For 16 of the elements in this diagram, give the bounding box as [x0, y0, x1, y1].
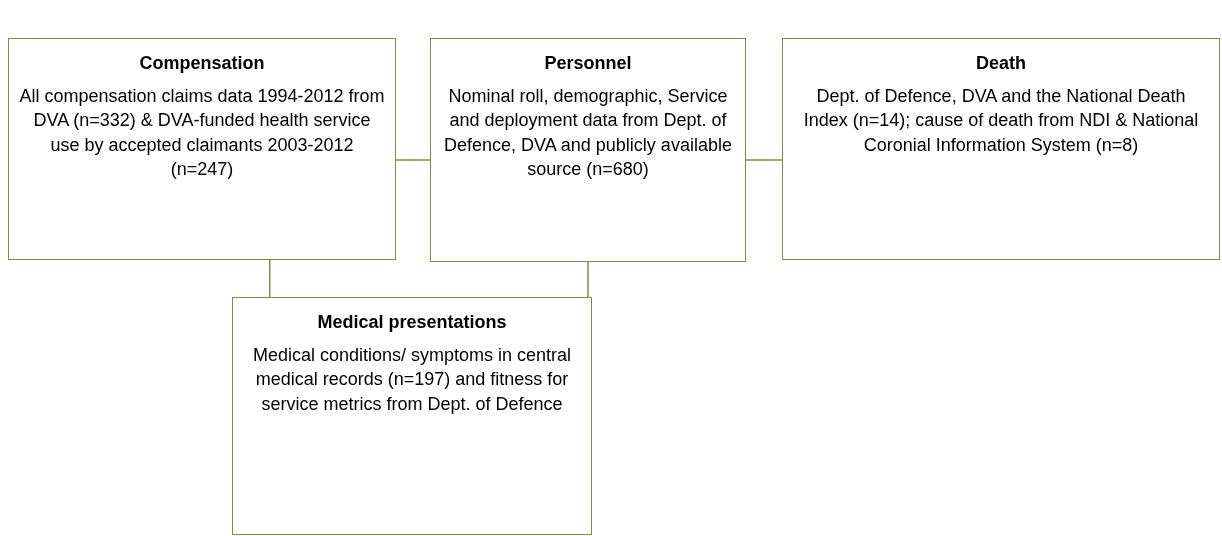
box-heading: Compensation [138, 53, 266, 74]
connector-line [395, 159, 431, 161]
box-description: All compensation claims data 1994-2012 from DVA (n=332) & DVA-funded health service use by accepted claimants 2003-2012 (n=247) [19, 85, 385, 181]
source-box [430, 38, 746, 262]
source-box [232, 297, 592, 535]
box-description: Dept. of Defence, DVA and the National Death Index (n=14); cause of death from NDI & National Coronial Information System (n=8) [802, 85, 1200, 157]
box-description: Medical conditions/ symptoms in central medical records (n=197) and fitness for service metrics from Dept. of Defence [251, 344, 573, 416]
source-box [8, 38, 396, 260]
box-heading: Medical presentations [316, 312, 508, 333]
connector-line [268, 259, 271, 298]
connector-line [745, 159, 783, 161]
box-heading: Death [975, 53, 1027, 74]
box-heading: Personnel [543, 53, 633, 74]
connector-line [587, 261, 589, 298]
source-box [782, 38, 1220, 260]
box-description: Nominal roll, demographic, Service and deployment data from Dept. of Defence, DVA and publicly available source (n=680) [443, 85, 733, 181]
